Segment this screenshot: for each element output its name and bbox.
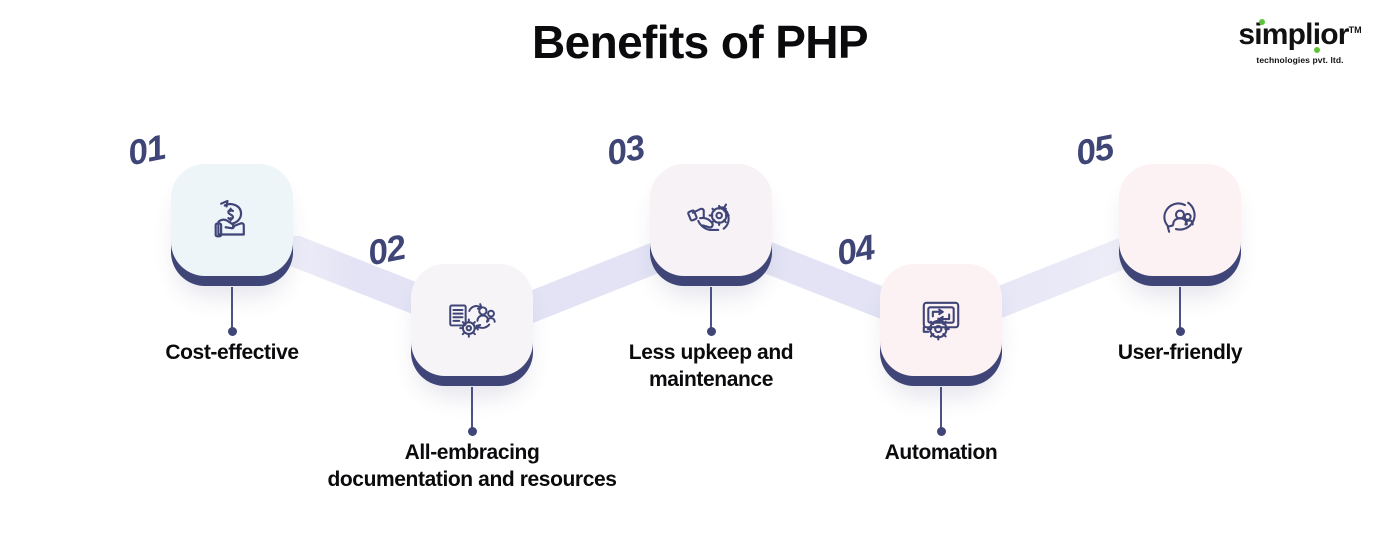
- step-number-1: 01: [124, 127, 169, 174]
- step-stem-5: [1179, 287, 1181, 329]
- tile-face: [880, 264, 1002, 376]
- step-stem-1: [231, 287, 233, 329]
- hand-holding-money-icon: [214, 199, 245, 238]
- tile-face: [650, 164, 772, 276]
- logo-accent-dot-l: [1314, 47, 1320, 53]
- logo-trademark: TM: [1348, 25, 1362, 35]
- step-stem-dot-2: [467, 427, 477, 436]
- step-stem-dot-3: [706, 327, 716, 336]
- step-label-2: All-embracing documentation and resource…: [327, 441, 617, 491]
- users-refresh-cycle-icon: [1163, 201, 1196, 233]
- step-tile-2[interactable]: [411, 264, 533, 394]
- hand-gear-maintenance-icon: [687, 203, 730, 232]
- logo-wordmark-text: simplior: [1238, 18, 1349, 51]
- document-people-gear-icon: [449, 303, 496, 338]
- logo-accent-dot-i: [1259, 19, 1265, 25]
- step-stem-dot-5: [1175, 327, 1185, 336]
- tile-face: [411, 264, 533, 376]
- step-label-3: Less upkeep and maintenance: [628, 341, 794, 391]
- logo-wordmark: simpliorTM: [1230, 18, 1370, 53]
- step-tile-3[interactable]: [650, 164, 772, 294]
- step-tile-4[interactable]: [880, 264, 1002, 394]
- step-label-1: Cost-effective: [165, 341, 299, 364]
- step-label-5: User-friendly: [1117, 341, 1243, 364]
- monitor-gear-automation-icon: [922, 301, 960, 341]
- brand-logo: simpliorTM technologies pvt. ltd.: [1230, 18, 1370, 65]
- step-number-2: 02: [364, 227, 409, 274]
- step-tile-5[interactable]: [1119, 164, 1241, 294]
- step-label-4: Automation: [884, 441, 998, 464]
- step-stem-dot-4: [936, 427, 946, 436]
- step-number-3: 03: [603, 127, 648, 174]
- tile-face: [171, 164, 293, 276]
- logo-tagline: technologies pvt. ltd.: [1256, 55, 1344, 65]
- step-stem-dot-1: [227, 327, 237, 336]
- step-stem-2: [471, 387, 473, 429]
- tile-face: [1119, 164, 1241, 276]
- step-tile-1[interactable]: [171, 164, 293, 294]
- step-stem-4: [940, 387, 942, 429]
- page-title: Benefits of PHP: [531, 16, 869, 68]
- step-stem-3: [710, 287, 712, 329]
- step-number-4: 04: [833, 227, 878, 274]
- step-number-5: 05: [1072, 127, 1117, 174]
